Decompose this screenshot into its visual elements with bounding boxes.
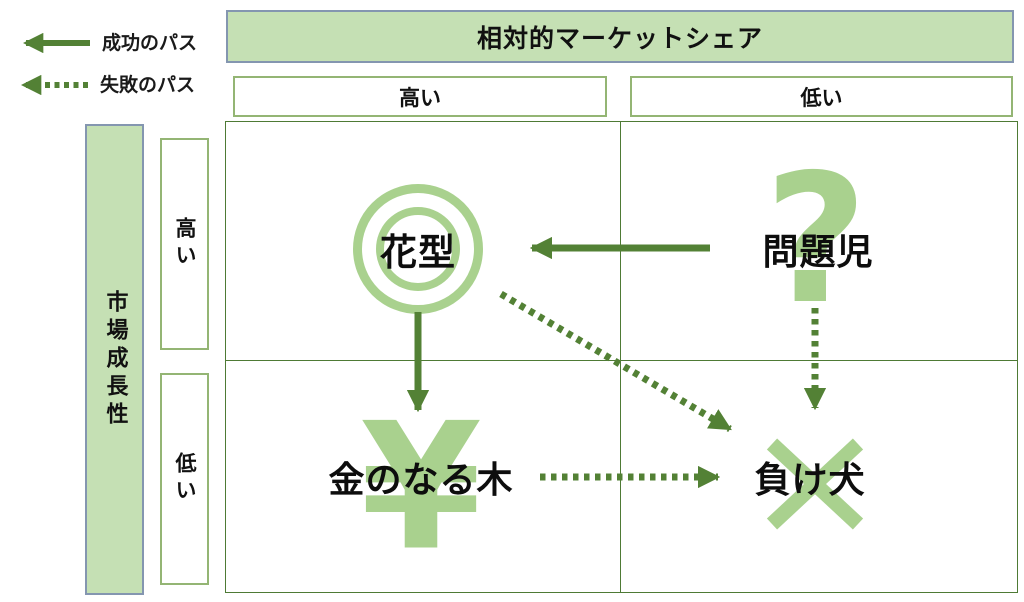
yen-sign-icon: ¥	[360, 386, 482, 590]
quadrant-question-label: 問題児	[762, 232, 874, 273]
x-axis-high-label: 高い	[399, 85, 441, 110]
matrix-horizontal-divider	[226, 360, 1017, 361]
y-axis-low-box: 低い	[160, 373, 209, 585]
matrix-grid	[225, 121, 1018, 593]
matrix-vertical-divider	[620, 122, 621, 592]
x-axis-high-box: 高い	[233, 76, 607, 117]
double-circle-inner	[376, 207, 460, 291]
y-axis-low-label: 低い	[173, 452, 197, 506]
question-mark-icon: ?	[764, 136, 868, 343]
dotted-left-arrow-icon	[20, 74, 88, 95]
cross-icon	[766, 438, 864, 530]
solid-left-arrow-icon	[22, 32, 90, 53]
legend-success: 成功のパス	[6, 28, 197, 55]
quadrant-star-label: 花型	[380, 231, 456, 274]
x-axis-low-label: 低い	[800, 85, 843, 110]
legend-failure: 失敗のパス	[4, 70, 195, 97]
y-axis-title: 市場成長性	[102, 289, 128, 430]
y-axis-title-box: 市場成長性	[85, 124, 144, 595]
double-circle-icon	[353, 184, 483, 314]
quadrant-dog-label: 負け犬	[754, 460, 866, 501]
x-axis-title: 相対的マーケットシェア	[476, 23, 763, 53]
y-axis-high-label: 高い	[173, 217, 197, 271]
legend-success-label: 成功のパス	[102, 32, 198, 54]
quadrant-cashcow-label: 金のなる木	[328, 460, 514, 501]
x-axis-title-box: 相対的マーケットシェア	[226, 10, 1014, 63]
x-axis-low-box: 低い	[630, 76, 1013, 117]
legend-failure-label: 失敗のパス	[100, 74, 196, 96]
y-axis-high-box: 高い	[160, 138, 209, 350]
